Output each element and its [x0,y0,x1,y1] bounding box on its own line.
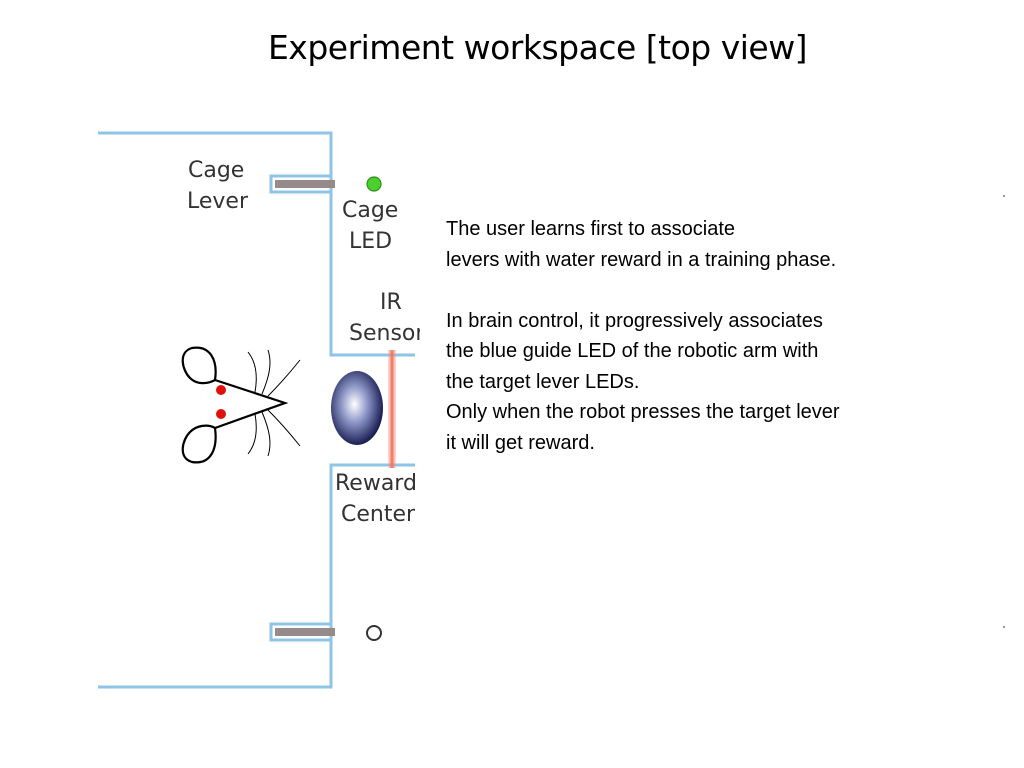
edge-mark [1003,626,1005,628]
cage-lever-label: Lever [187,189,249,214]
edge-mark [1003,195,1005,197]
reward-center [331,371,383,445]
cage-led-label: LED [349,229,392,254]
ir-sensor-label: Sensor [349,321,420,346]
lever-bracket-top [269,174,331,194]
rat-eye [216,385,226,395]
lever-bracket-bottom [269,622,331,642]
reward-center-label: Reward [335,471,417,496]
cage-lever-top [275,180,335,188]
paragraph-gap [446,275,986,306]
description-text: The user learns first to associate lever… [446,214,986,458]
cage-led-on [366,176,382,192]
cage-led-label: Cage [342,198,398,223]
description-line: The user learns first to associate [446,218,736,240]
cage-wall [98,131,415,357]
description-line: levers with water reward in a training p… [446,248,837,271]
description-line: Only when the robot presses the target l… [446,401,840,423]
description-line: In brain control, it progressively assoc… [446,309,823,332]
cage-wall [98,463,415,689]
cage-lever-bottom [275,628,335,636]
ir-beam [388,350,396,468]
slide-title: Experiment workspace [top view] [267,28,808,67]
description-line: the target lever LEDs. [446,370,640,393]
workspace-diagram: Cage Lever Cage LED IR Sensor Reward Cen… [98,131,420,689]
cage-led-off [366,625,382,641]
reward-center-label: Center [341,502,416,527]
cage-lever-label: Cage [188,158,244,183]
description-line: the blue guide LED of the robotic arm wi… [446,340,819,362]
rat-whiskers [247,349,301,457]
description-line: it will get reward. [446,431,595,454]
ir-sensor-label: IR [380,290,402,315]
rat-icon [181,346,289,464]
rat-eye [216,409,226,419]
